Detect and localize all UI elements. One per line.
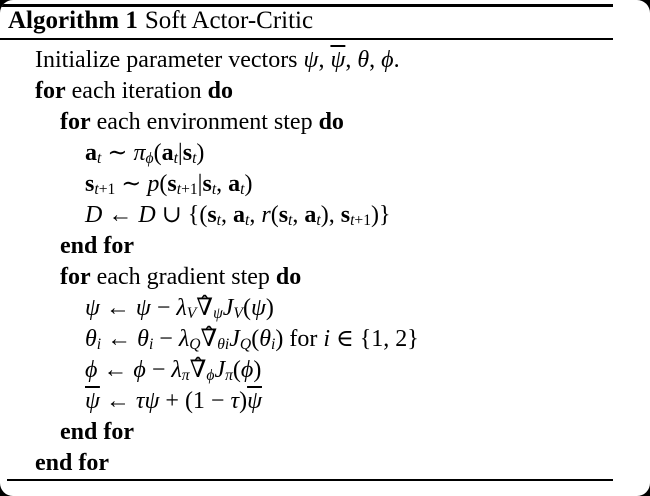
top-rule: [0, 4, 613, 7]
hat-accent: ˆ: [201, 292, 209, 315]
algorithm-line: end for: [60, 233, 134, 259]
algorithm-line: Initialize parameter vectors ψ, ψ, θ, ϕ.: [35, 47, 400, 73]
algorithm-line: for each iteration do: [35, 78, 233, 104]
hat-accent: ˆ: [205, 323, 213, 346]
algorithm-line: for each gradient step do: [60, 264, 302, 290]
algorithm-line: for each environment step do: [60, 109, 344, 135]
algorithm-line: D ← D ∪ {(st, at, r(st, at), st+1)}: [85, 202, 391, 230]
algorithm-body: Initialize parameter vectors ψ, ψ, θ, ϕ.…: [35, 45, 646, 479]
algorithm-line: end for: [60, 419, 134, 445]
bottom-rule: [7, 479, 613, 481]
hat-accent: ˆ: [194, 354, 202, 377]
algorithm-name: Soft Actor-Critic: [144, 7, 314, 34]
algorithm-line: ψ ← τψ + (1 − τ)ψ: [85, 388, 262, 414]
algorithm-line: st+1 ∼ p(st+1|st, at): [85, 171, 253, 199]
algorithm-number: Algorithm 1: [8, 7, 138, 34]
algorithm-line: end for: [35, 450, 109, 476]
algorithm-line: at ∼ πϕ(at|st): [85, 140, 205, 168]
title-rule: [0, 38, 613, 40]
